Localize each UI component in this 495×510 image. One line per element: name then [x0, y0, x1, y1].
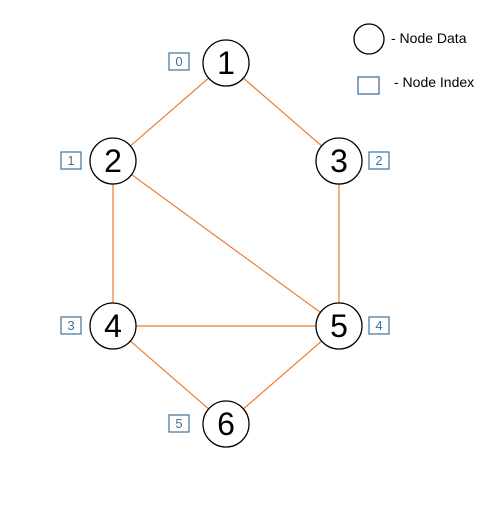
edge-2-5: [112, 160, 340, 327]
edge-5-6: [225, 325, 340, 425]
node-index-box: [168, 414, 190, 433]
edge-4-6: [112, 325, 227, 425]
node-index-box: [368, 316, 390, 335]
edge-1-3: [225, 62, 340, 162]
node-index-label: 1: [67, 153, 74, 168]
node-data-label: 6: [217, 406, 235, 442]
node-index-label: 5: [175, 416, 182, 431]
node-circle: [202, 39, 250, 87]
node-circle: [89, 137, 137, 185]
node-circle: [315, 137, 363, 185]
legend-node-index-label: - Node Index: [394, 74, 474, 90]
node-data-label: 4: [104, 308, 122, 344]
legend-node-circle: [353, 23, 385, 55]
node-1: 10: [168, 39, 250, 87]
legend-index-box: [357, 76, 380, 95]
node-index-box: [368, 151, 390, 170]
edges-layer: [112, 62, 340, 425]
node-index-label: 4: [375, 318, 382, 333]
legend: - Node Data - Node Index: [353, 23, 474, 95]
node-index-label: 3: [67, 318, 74, 333]
node-circle: [315, 302, 363, 350]
node-index-label: 2: [375, 153, 382, 168]
node-index-box: [168, 52, 190, 71]
node-2: 21: [60, 137, 137, 185]
node-data-label: 3: [330, 143, 348, 179]
legend-node-data-label: - Node Data: [391, 30, 467, 46]
node-index-box: [60, 151, 82, 170]
node-circle: [89, 302, 137, 350]
node-circle: [202, 400, 250, 448]
node-index-box: [60, 316, 82, 335]
edge-1-2: [112, 62, 227, 162]
node-data-label: 2: [104, 143, 122, 179]
node-index-label: 0: [175, 54, 182, 69]
node-data-label: 1: [217, 45, 235, 81]
node-4: 43: [60, 302, 137, 350]
node-data-label: 5: [330, 308, 348, 344]
node-6: 65: [168, 400, 250, 448]
